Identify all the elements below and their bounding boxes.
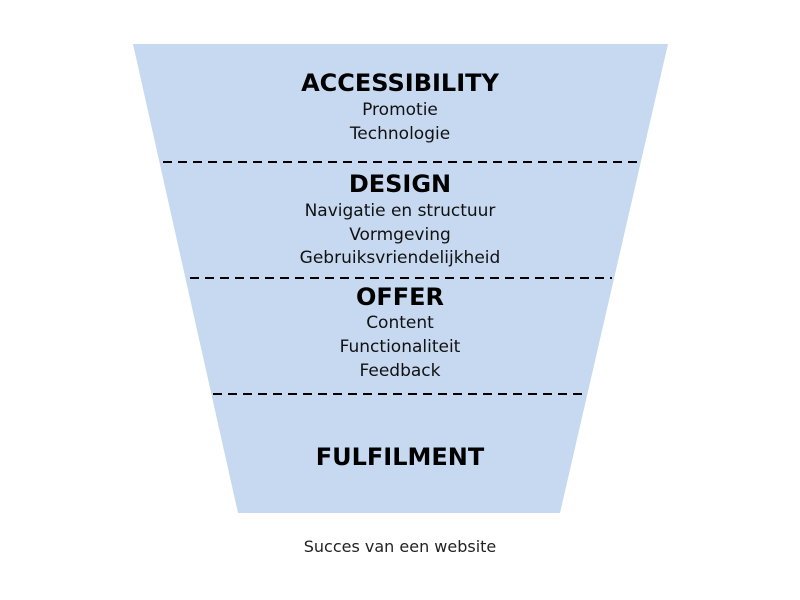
section-item: Promotie — [362, 100, 438, 120]
section-title-design: DESIGN — [348, 170, 452, 198]
section-title-accessibility: ACCESSIBILITY — [301, 69, 499, 97]
section-item: Gebruiksvriendelijkheid — [299, 248, 501, 268]
section-item: Vormgeving — [349, 225, 451, 245]
diagram-caption: Succes van een website — [303, 537, 497, 556]
section-title-fulfilment: FULFILMENT — [315, 443, 485, 471]
section-item: Technologie — [349, 124, 451, 144]
section-title-offer: OFFER — [355, 283, 445, 311]
section-item: Content — [366, 313, 434, 333]
section-item: Functionaliteit — [339, 337, 461, 357]
section-item: Feedback — [359, 361, 441, 381]
section-item: Navigatie en structuur — [304, 201, 496, 221]
